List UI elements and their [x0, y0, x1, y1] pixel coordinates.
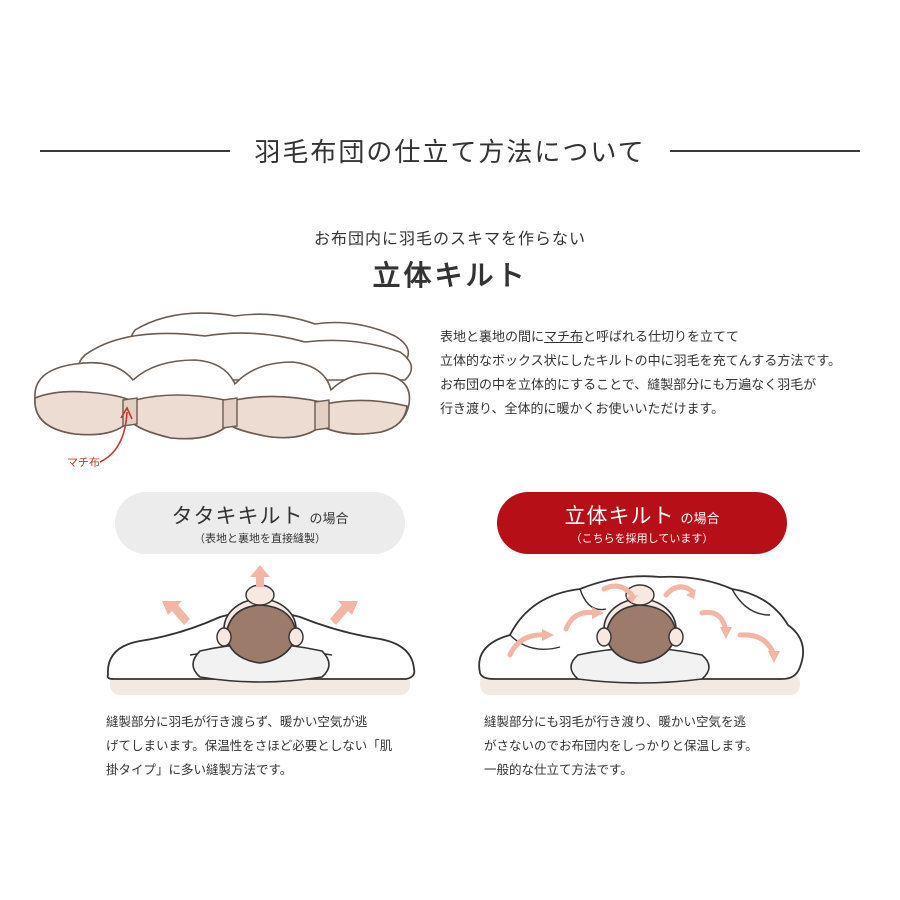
- subtitle: お布団内に羽毛のスキマを作らない: [313, 229, 586, 248]
- description: 表地と裏地の間にマチ布と呼ばれる仕切りを立てて 立体的なボックス状にしたキルトの…: [440, 326, 880, 422]
- desc-line4: 行き渡り、全体的に暖かくお使いいただけます。: [440, 402, 725, 417]
- pill-right-sub: （こちらを採用しています）: [570, 532, 714, 545]
- desc-line2: 立体的なボックス状にしたキルトの中に羽毛を充てんする方法です。: [440, 354, 842, 369]
- caption-right-line2: がさないのでお布団内をしっかりと保温します。: [484, 738, 758, 753]
- page-title: 羽毛布団の仕立て方法について: [254, 138, 646, 168]
- pill-box-quilt: 立体キルトの場合 （こちらを採用しています）: [497, 492, 787, 554]
- main-heading: 立体キルト: [372, 259, 528, 292]
- box-quilt-sleeper-illustration: [478, 575, 804, 695]
- pill-tataki-quilt: タタキキルトの場合 （表地と裏地を直接縫製）: [115, 492, 405, 554]
- caption-right-line3: 一般的な仕立て方法です。: [484, 762, 633, 777]
- header-line-right: [670, 150, 860, 152]
- caption-tataki: 縫製部分に羽毛が行き渡らず、暖かい空気が逃 げてしまいます。保温性をさほど必要と…: [106, 710, 426, 782]
- caption-left-line2: げてしまいます。保温性をさほど必要としない「肌: [106, 738, 393, 753]
- desc-line3: お布団の中を立体的にすることで、縫製部分にも万遍なく羽毛が: [440, 378, 817, 393]
- caption-box-quilt: 縫製部分にも羽毛が行き渡り、暖かい空気を逃 がさないのでお布団内をしっかりと保温…: [484, 710, 804, 782]
- pill-left-name: タタキキルト: [171, 504, 304, 528]
- header-line-left: [40, 150, 230, 152]
- pill-right-name: 立体キルト: [564, 504, 675, 528]
- box-quilt-illustration: マチ布: [34, 312, 413, 469]
- pill-left-suffix: の場合: [309, 512, 349, 527]
- caption-left-line1: 縫製部分に羽毛が行き渡らず、暖かい空気が逃: [106, 714, 368, 729]
- pill-right-suffix: の場合: [680, 512, 720, 527]
- desc-term-gusset: マチ布: [544, 330, 584, 345]
- desc-line1-before: 表地と裏地の間に: [440, 330, 545, 345]
- caption-left-line3: 掛タイプ」に多い縫製方法です。: [106, 762, 293, 777]
- caption-right-line1: 縫製部分にも羽毛が行き渡り、暖かい空気を逃: [484, 714, 747, 729]
- tataki-sleeper-illustration: [106, 565, 416, 695]
- pill-left-sub: （表地と裏地を直接縫製）: [194, 532, 326, 545]
- desc-line1-after: と呼ばれる仕切りを立てて: [583, 330, 740, 345]
- gusset-label: マチ布: [67, 456, 100, 469]
